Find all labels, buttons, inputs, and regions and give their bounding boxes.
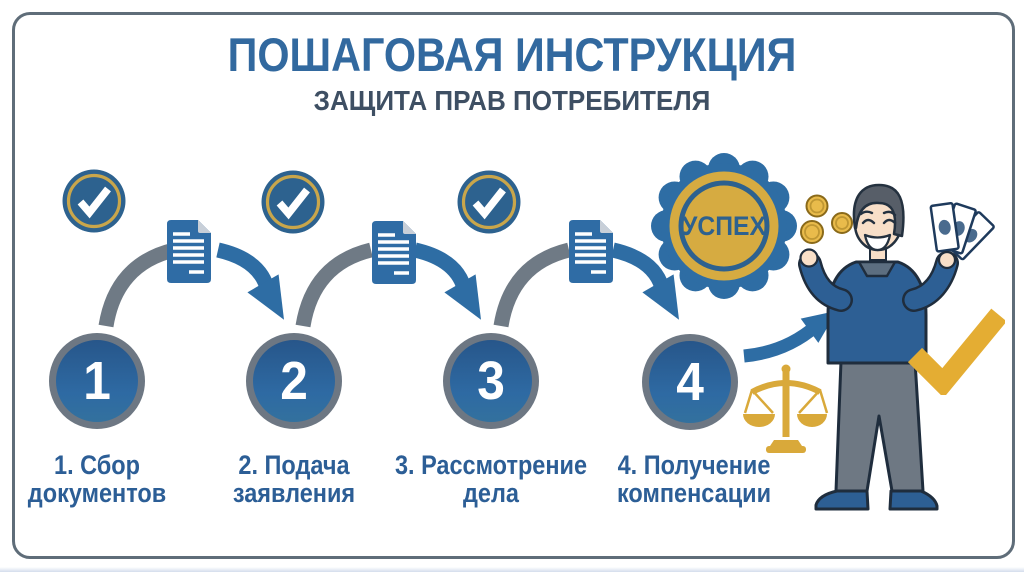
document-icon-1	[167, 220, 211, 283]
flow-arrow-icon-1	[98, 242, 284, 328]
banknotes-icon	[929, 202, 995, 261]
success-badge: УСПЕХ	[651, 153, 797, 299]
person-illustration	[798, 183, 995, 511]
document-icon-3	[569, 220, 613, 283]
bottom-accent	[0, 567, 1024, 572]
step-circle-4: 4	[642, 334, 738, 430]
gold-checkmark-icon	[907, 308, 1005, 395]
step-circle-2: 2	[246, 333, 342, 429]
scales-of-justice-icon	[743, 364, 829, 453]
coins-icon	[800, 194, 853, 244]
success-badge-label: УСПЕХ	[682, 211, 766, 241]
flow-arrow-icon-2	[295, 242, 481, 328]
step-number-2: 2	[280, 351, 308, 411]
step-number-3: 3	[477, 351, 505, 411]
check-badge-icon-2	[261, 170, 325, 234]
step-number-1: 1	[83, 351, 111, 411]
step-circle-1: 1	[49, 333, 145, 429]
step-circle-3: 3	[443, 333, 539, 429]
document-icon-2	[372, 221, 416, 284]
page-subtitle: ЗАЩИТА ПРАВ ПОТРЕБИТЕЛЯ	[313, 85, 711, 116]
step-number-4: 4	[676, 352, 704, 412]
page-title: ПОШАГОВАЯ ИНСТРУКЦИЯ	[227, 28, 797, 81]
check-badge-icon-1	[62, 169, 126, 233]
step-label-3: 3. Рассмотрение дела	[394, 450, 588, 508]
step-label-4: 4. Получение компенсации	[616, 450, 772, 508]
flow-arrow-icon-3	[493, 242, 679, 328]
check-badge-icon-3	[457, 170, 521, 234]
step-label-1: 1. Сбор документов	[27, 450, 167, 508]
step-label-2: 2. Подача заявления	[232, 450, 356, 508]
